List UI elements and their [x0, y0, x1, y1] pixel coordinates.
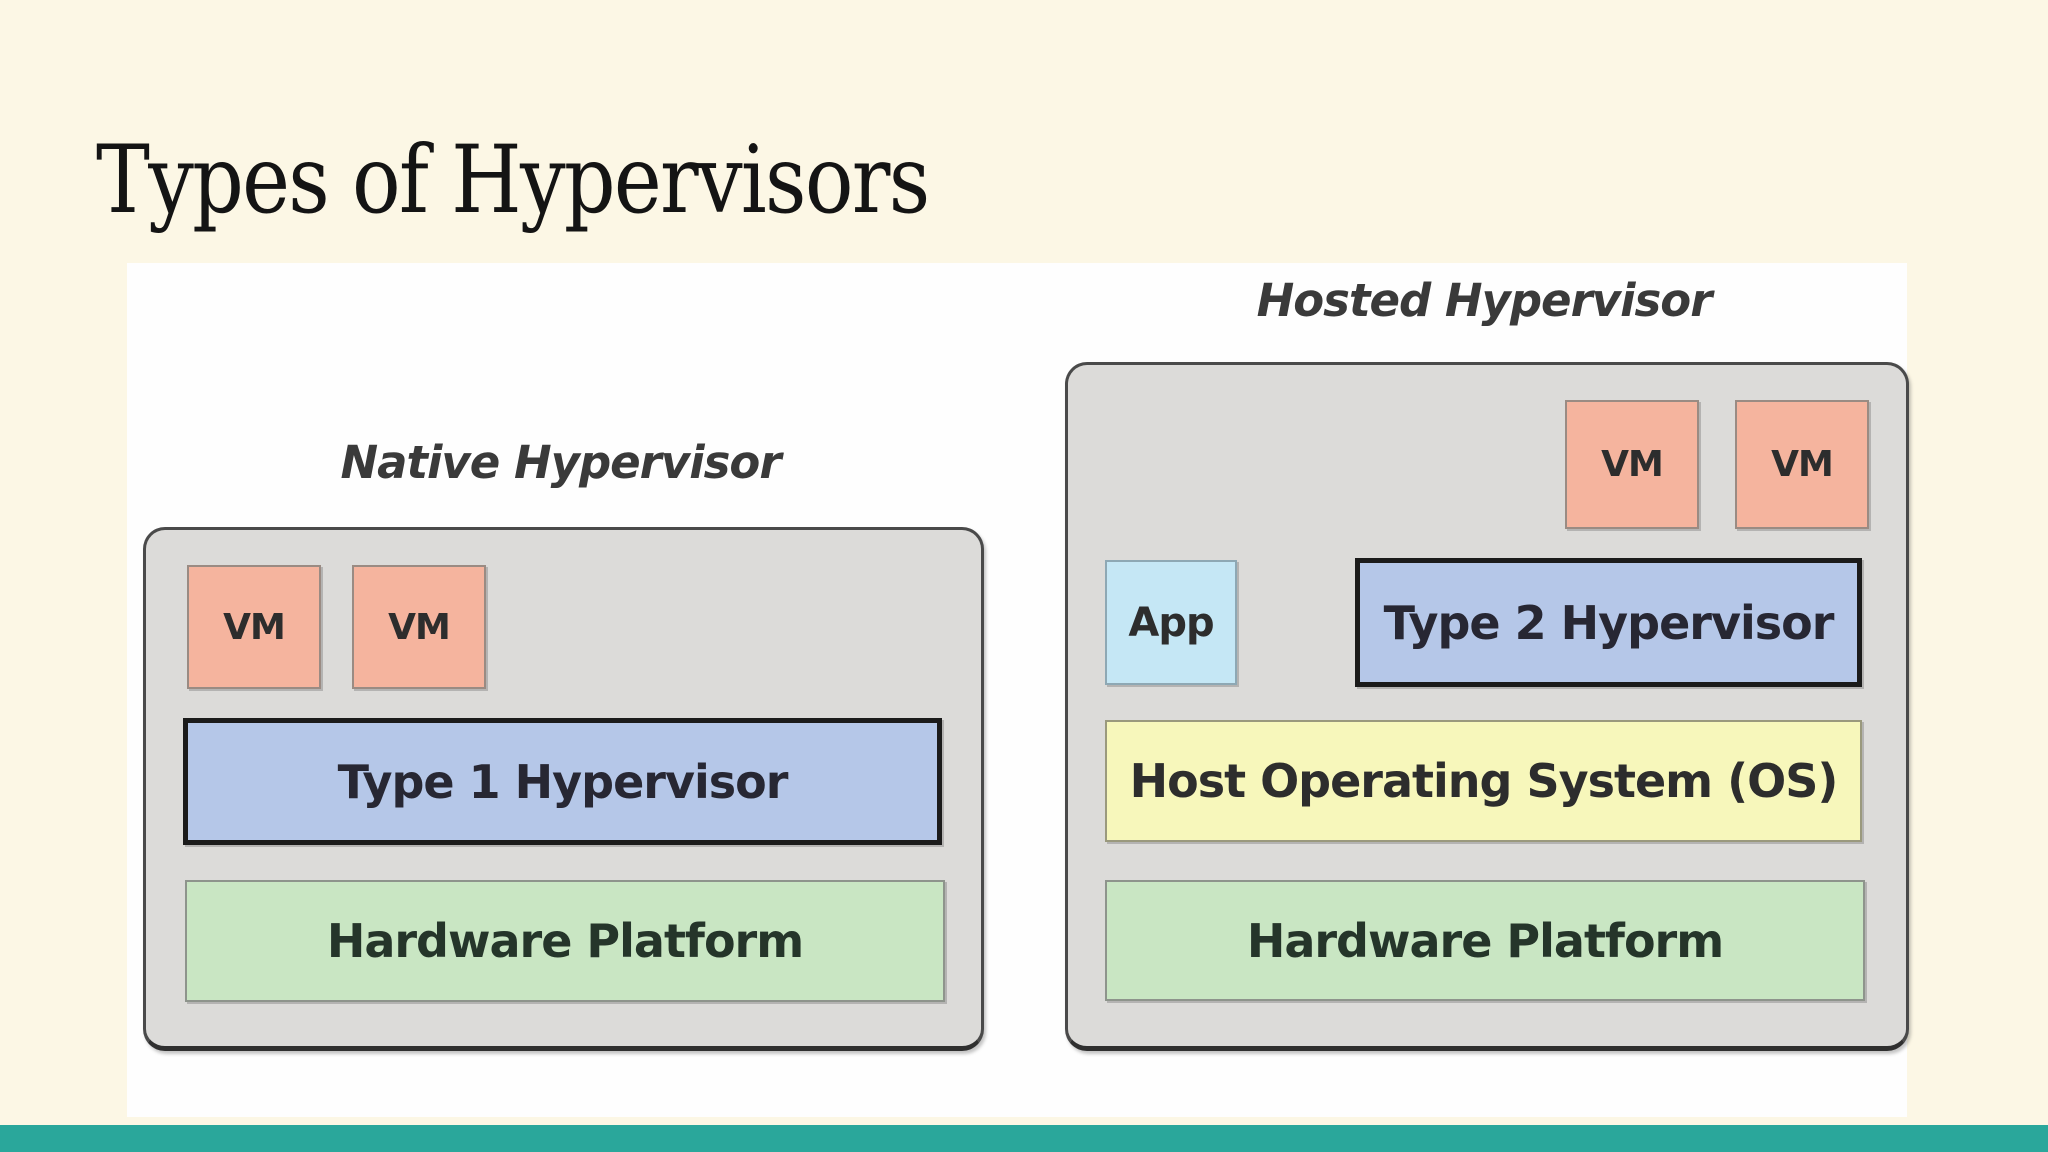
native-hypervisor-caption: Native Hypervisor	[340, 436, 781, 489]
type2-hypervisor-box: Type 2 Hypervisor	[1355, 558, 1862, 687]
type1-hypervisor-box: Type 1 Hypervisor	[183, 718, 942, 845]
host-operating-system-box: Host Operating System (OS)	[1105, 720, 1862, 842]
slide-title: Types of Hypervisors	[96, 126, 930, 235]
bottom-accent-bar	[0, 1125, 2048, 1152]
native-vm-box-1: VM	[187, 565, 321, 689]
native-vm-box-2: VM	[352, 565, 486, 689]
hosted-vm-box-1: VM	[1565, 400, 1699, 529]
hosted-hardware-platform-box: Hardware Platform	[1105, 880, 1865, 1001]
native-hardware-platform-box: Hardware Platform	[185, 880, 945, 1002]
app-box: App	[1105, 560, 1237, 685]
hosted-hypervisor-caption: Hosted Hypervisor	[1256, 274, 1713, 327]
hosted-vm-box-2: VM	[1735, 400, 1869, 529]
